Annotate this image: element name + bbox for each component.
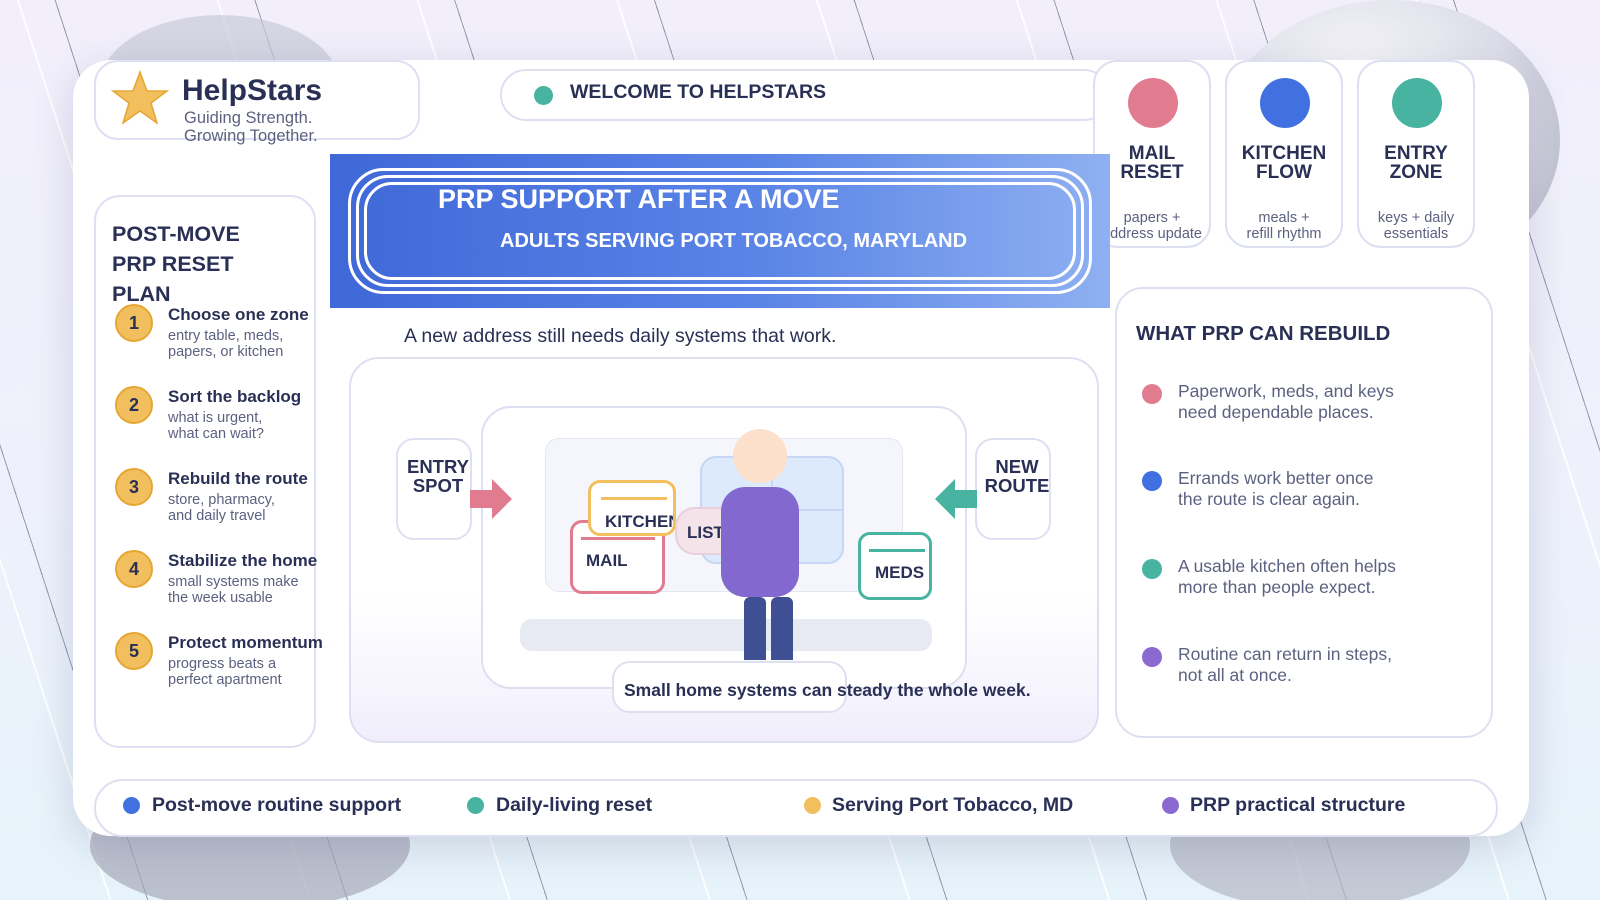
step-description: entry table, meds,papers, or kitchen <box>168 328 284 360</box>
kitchen-card: KITCHEN <box>588 480 676 536</box>
person-leg <box>771 597 793 660</box>
rebuild-item: Routine can return in steps,not all at o… <box>1178 644 1393 685</box>
mail-card-stripe <box>581 537 655 540</box>
zone-subtitle: papers +address update <box>1102 210 1202 242</box>
status-dot <box>534 86 553 105</box>
arrow-right-icon <box>470 479 512 519</box>
star-icon <box>110 70 170 125</box>
kitchen-card-label: KITCHEN <box>605 512 676 531</box>
rebuild-title: WHAT PRP CAN REBUILD <box>1136 322 1391 345</box>
rebuild-bullet <box>1142 559 1162 579</box>
floor-table <box>520 619 932 651</box>
illustration-caption: Small home systems can steady the whole … <box>624 680 1031 700</box>
meds-card-stripe <box>869 549 925 552</box>
mail-reset-icon <box>1128 78 1178 128</box>
footer-dot <box>123 797 140 814</box>
step-description: what is urgent,what can wait? <box>168 410 264 442</box>
footer-dot <box>1162 797 1179 814</box>
mail-card-label: MAIL <box>586 551 628 570</box>
brand-tagline: Guiding Strength. <box>184 109 313 127</box>
meds-card: MEDS <box>858 532 932 600</box>
footer-item: Daily-living reset <box>496 794 653 816</box>
step-title: Choose one zone <box>168 305 309 324</box>
person-head <box>733 429 787 483</box>
step-number: 4 <box>115 550 153 588</box>
step-description: store, pharmacy,and daily travel <box>168 492 275 524</box>
step-title: Rebuild the route <box>168 469 308 488</box>
footer-dot <box>467 797 484 814</box>
step-number: 5 <box>115 632 153 670</box>
footer-bar <box>94 779 1498 837</box>
hero-frame <box>348 168 1092 294</box>
welcome-banner <box>500 69 1110 121</box>
brand-tagline: Growing Together. <box>184 127 318 145</box>
step-number: 2 <box>115 386 153 424</box>
step-title: Stabilize the home <box>168 551 318 570</box>
list-tag-label: LIST <box>687 523 724 542</box>
hero-banner: PRP SUPPORT AFTER A MOVE ADULTS SERVING … <box>330 154 1110 308</box>
illustration-caption-box <box>612 661 847 713</box>
entry-spot-card <box>396 438 472 540</box>
footer-item: PRP practical structure <box>1190 794 1406 816</box>
kitchen-flow-icon <box>1260 78 1310 128</box>
meds-card-label: MEDS <box>875 563 925 582</box>
person-body <box>721 487 799 597</box>
rebuild-bullet <box>1142 647 1162 667</box>
step-title: Sort the backlog <box>168 387 302 406</box>
footer-item: Serving Port Tobacco, MD <box>832 794 1074 816</box>
brand-name: HelpStars <box>182 74 323 107</box>
intro-text: A new address still needs daily systems … <box>404 325 837 347</box>
step-title: Protect momentum <box>168 633 323 652</box>
hero-subtitle: ADULTS SERVING PORT TOBACCO, MARYLAND <box>500 230 968 252</box>
rebuild-bullet <box>1142 384 1162 404</box>
rebuild-panel <box>1115 287 1493 738</box>
hero-title: PRP SUPPORT AFTER A MOVE <box>438 184 840 214</box>
step-number: 1 <box>115 304 153 342</box>
rebuild-bullet <box>1142 471 1162 491</box>
welcome-text: WELCOME TO HELPSTARS <box>570 81 827 103</box>
zone-subtitle: meals +refill rhythm <box>1246 210 1322 242</box>
new-route-card <box>975 438 1051 540</box>
brand-panel <box>94 60 420 140</box>
footer-item: Post-move routine support <box>152 794 402 816</box>
step-number: 3 <box>115 468 153 506</box>
arrow-left-icon <box>935 479 977 519</box>
hero-frame <box>364 182 1076 280</box>
person-leg <box>744 597 766 660</box>
footer-dot <box>804 797 821 814</box>
hero-frame <box>356 175 1084 287</box>
kitchen-card-stripe <box>601 497 667 500</box>
entry-zone-icon <box>1392 78 1442 128</box>
